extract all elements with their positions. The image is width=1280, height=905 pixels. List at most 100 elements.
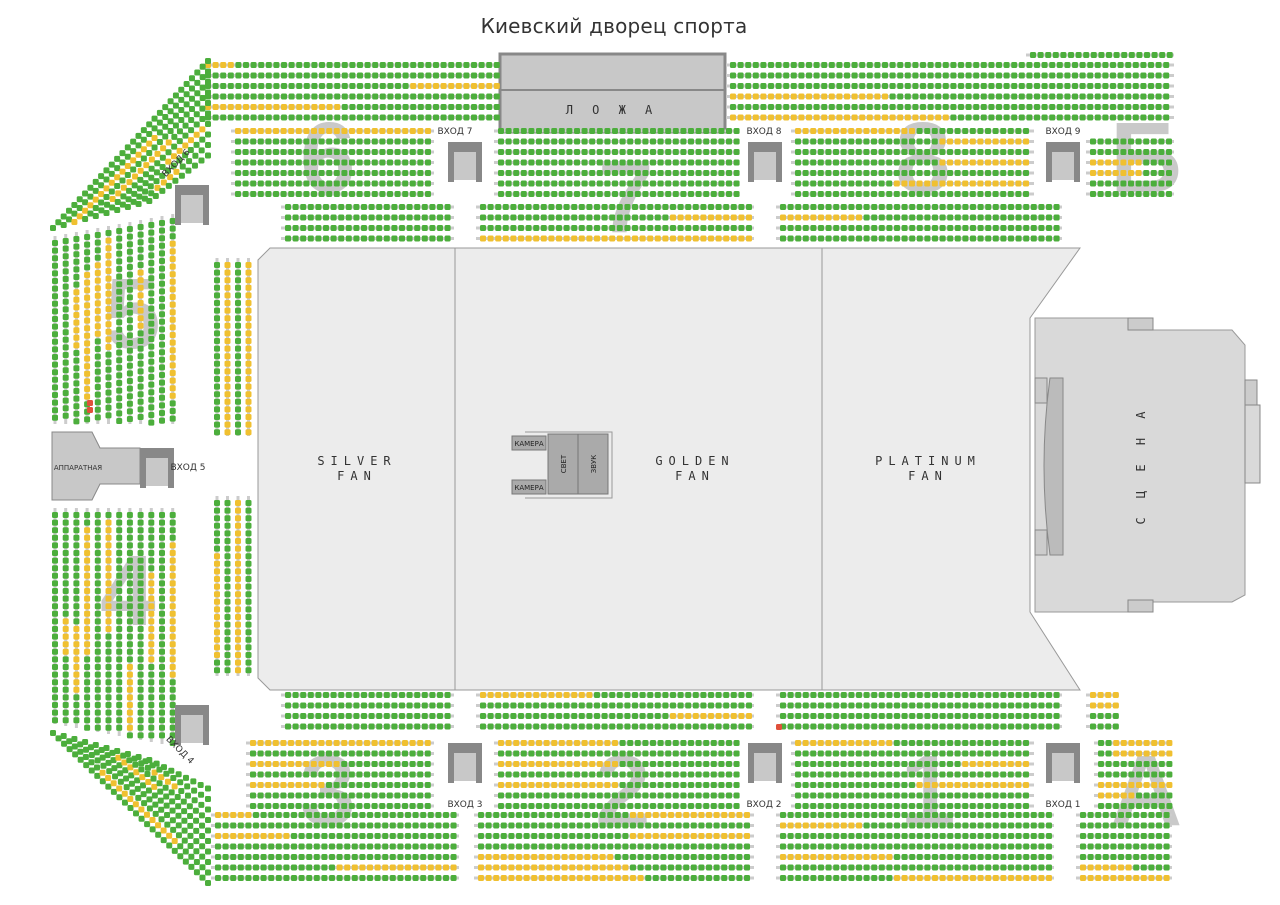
seat[interactable] bbox=[1097, 180, 1104, 187]
seat[interactable] bbox=[695, 792, 702, 799]
seat[interactable] bbox=[703, 761, 710, 767]
seat[interactable] bbox=[802, 170, 809, 176]
seat[interactable] bbox=[690, 843, 697, 850]
seat[interactable] bbox=[688, 128, 694, 134]
seat[interactable] bbox=[425, 180, 431, 187]
seat[interactable] bbox=[586, 235, 593, 242]
seat[interactable] bbox=[150, 775, 157, 782]
seat[interactable] bbox=[148, 557, 155, 564]
seat[interactable] bbox=[954, 128, 961, 134]
seat[interactable] bbox=[1041, 93, 1048, 100]
seat[interactable] bbox=[235, 292, 241, 299]
seat[interactable] bbox=[897, 104, 904, 110]
seat[interactable] bbox=[863, 864, 870, 871]
seat[interactable] bbox=[105, 633, 112, 640]
seat[interactable] bbox=[540, 204, 547, 210]
seat[interactable] bbox=[508, 833, 515, 839]
seat[interactable] bbox=[126, 416, 133, 422]
seat[interactable] bbox=[409, 180, 416, 187]
seat[interactable] bbox=[1015, 812, 1022, 818]
seat[interactable] bbox=[609, 723, 616, 730]
seat[interactable] bbox=[1087, 875, 1094, 881]
seat[interactable] bbox=[609, 225, 616, 231]
seat[interactable] bbox=[546, 843, 553, 850]
seat[interactable] bbox=[356, 803, 363, 809]
seat[interactable] bbox=[295, 782, 302, 788]
seat[interactable] bbox=[235, 277, 241, 284]
seat[interactable] bbox=[405, 854, 411, 860]
seat[interactable] bbox=[1097, 170, 1104, 176]
seat[interactable] bbox=[647, 204, 654, 210]
seat[interactable] bbox=[235, 128, 241, 134]
seat[interactable] bbox=[616, 713, 623, 719]
seat[interactable] bbox=[520, 740, 527, 746]
seat[interactable] bbox=[871, 723, 878, 730]
seat[interactable] bbox=[94, 626, 101, 632]
seat[interactable] bbox=[371, 191, 378, 197]
seat[interactable] bbox=[406, 204, 413, 210]
seat[interactable] bbox=[371, 740, 378, 746]
seat[interactable] bbox=[291, 812, 297, 818]
seat[interactable] bbox=[111, 765, 118, 772]
seat[interactable] bbox=[169, 626, 176, 632]
seat[interactable] bbox=[399, 204, 405, 210]
seat[interactable] bbox=[645, 812, 652, 818]
seat[interactable] bbox=[1052, 52, 1059, 58]
seat[interactable] bbox=[1080, 875, 1086, 881]
seat[interactable] bbox=[703, 771, 710, 778]
seat[interactable] bbox=[126, 664, 133, 670]
seat[interactable] bbox=[214, 583, 220, 590]
seat[interactable] bbox=[939, 723, 946, 730]
seat[interactable] bbox=[817, 771, 824, 778]
seat[interactable] bbox=[214, 315, 220, 322]
seat[interactable] bbox=[1151, 771, 1158, 778]
seat[interactable] bbox=[619, 138, 626, 145]
seat[interactable] bbox=[116, 228, 123, 234]
seat[interactable] bbox=[601, 713, 608, 719]
seat[interactable] bbox=[730, 83, 736, 89]
seat[interactable] bbox=[409, 803, 416, 809]
seat[interactable] bbox=[116, 296, 123, 303]
seat[interactable] bbox=[84, 317, 91, 324]
seat[interactable] bbox=[268, 822, 275, 829]
seat[interactable] bbox=[498, 761, 504, 767]
seat[interactable] bbox=[169, 278, 176, 285]
seat[interactable] bbox=[962, 191, 969, 197]
seat[interactable] bbox=[624, 702, 631, 709]
seat[interactable] bbox=[642, 191, 649, 197]
seat[interactable] bbox=[920, 93, 926, 100]
seat[interactable] bbox=[425, 170, 431, 176]
seat[interactable] bbox=[825, 803, 832, 809]
seat[interactable] bbox=[1102, 72, 1109, 79]
seat[interactable] bbox=[688, 761, 694, 767]
seat[interactable] bbox=[126, 187, 133, 194]
seat[interactable] bbox=[548, 723, 555, 730]
seat[interactable] bbox=[62, 344, 69, 351]
seat[interactable] bbox=[924, 128, 931, 134]
seat[interactable] bbox=[528, 782, 535, 788]
seat[interactable] bbox=[1143, 761, 1150, 767]
seat[interactable] bbox=[1023, 864, 1030, 871]
seat[interactable] bbox=[159, 227, 165, 234]
seat[interactable] bbox=[376, 204, 383, 210]
seat[interactable] bbox=[311, 180, 317, 187]
seat[interactable] bbox=[909, 875, 916, 881]
seat[interactable] bbox=[1128, 792, 1135, 799]
seat[interactable] bbox=[730, 114, 736, 121]
seat[interactable] bbox=[886, 782, 893, 788]
seat[interactable] bbox=[1136, 771, 1142, 778]
seat[interactable] bbox=[288, 750, 294, 757]
seat[interactable] bbox=[692, 713, 699, 719]
seat[interactable] bbox=[1112, 180, 1119, 187]
seat[interactable] bbox=[775, 72, 782, 79]
seat[interactable] bbox=[417, 83, 424, 89]
seat[interactable] bbox=[198, 812, 205, 819]
seat[interactable] bbox=[1135, 149, 1142, 155]
seat[interactable] bbox=[500, 833, 507, 839]
seat[interactable] bbox=[886, 833, 893, 839]
seat[interactable] bbox=[73, 243, 80, 250]
seat[interactable] bbox=[169, 709, 176, 716]
seat[interactable] bbox=[159, 512, 165, 518]
seat[interactable] bbox=[146, 198, 153, 204]
seat[interactable] bbox=[528, 191, 535, 197]
